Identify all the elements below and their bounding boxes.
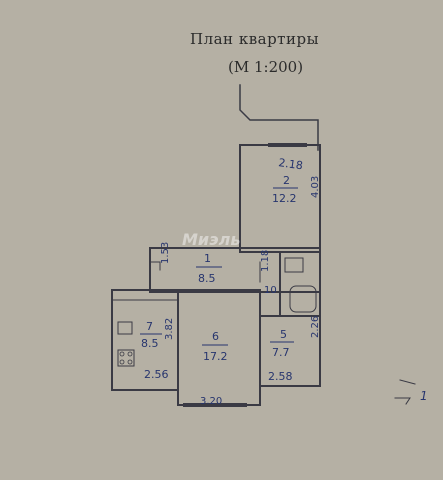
balcony-outline xyxy=(239,84,319,151)
room-5-length-dim: 2.26 xyxy=(310,316,321,338)
room-6-walls xyxy=(177,289,261,406)
room-5-width-dim: 2.58 xyxy=(268,370,293,383)
room-2-width-dim: 2.18 xyxy=(278,156,304,172)
room-5-walls xyxy=(259,315,321,387)
corner-mark: 1 xyxy=(420,389,428,403)
room-1-width-dim: 1.53 xyxy=(160,242,171,264)
room-5-area: 7.7 xyxy=(272,346,290,359)
room-6-number: 6 xyxy=(212,330,219,343)
room-2-area: 12.2 xyxy=(272,192,297,205)
room-1-length-dim: 1.18 xyxy=(260,250,271,272)
corridor-label: 10 xyxy=(264,285,277,296)
room-6-length-dim: 3.82 xyxy=(164,318,175,340)
room-1-number: 1 xyxy=(204,252,211,265)
room-6-width-dim: 3.20 xyxy=(200,396,222,407)
watermark-text: Миэль xyxy=(182,230,240,249)
room-5-number: 5 xyxy=(280,328,287,341)
room-6-area: 17.2 xyxy=(203,350,228,363)
room-1-area: 8.5 xyxy=(198,272,216,285)
bath-walls xyxy=(279,251,321,317)
plan-scale: (М 1:200) xyxy=(228,58,304,76)
room-7-width-dim: 2.56 xyxy=(144,368,169,381)
room-2-length-dim: 4.03 xyxy=(310,176,321,198)
room-7-number-label: 7 xyxy=(146,320,153,333)
plan-title: План квартиры xyxy=(190,30,320,48)
room-1-walls xyxy=(149,247,321,293)
room-7-area: 8.5 xyxy=(141,337,159,350)
room-2-number: 2 xyxy=(283,174,290,187)
